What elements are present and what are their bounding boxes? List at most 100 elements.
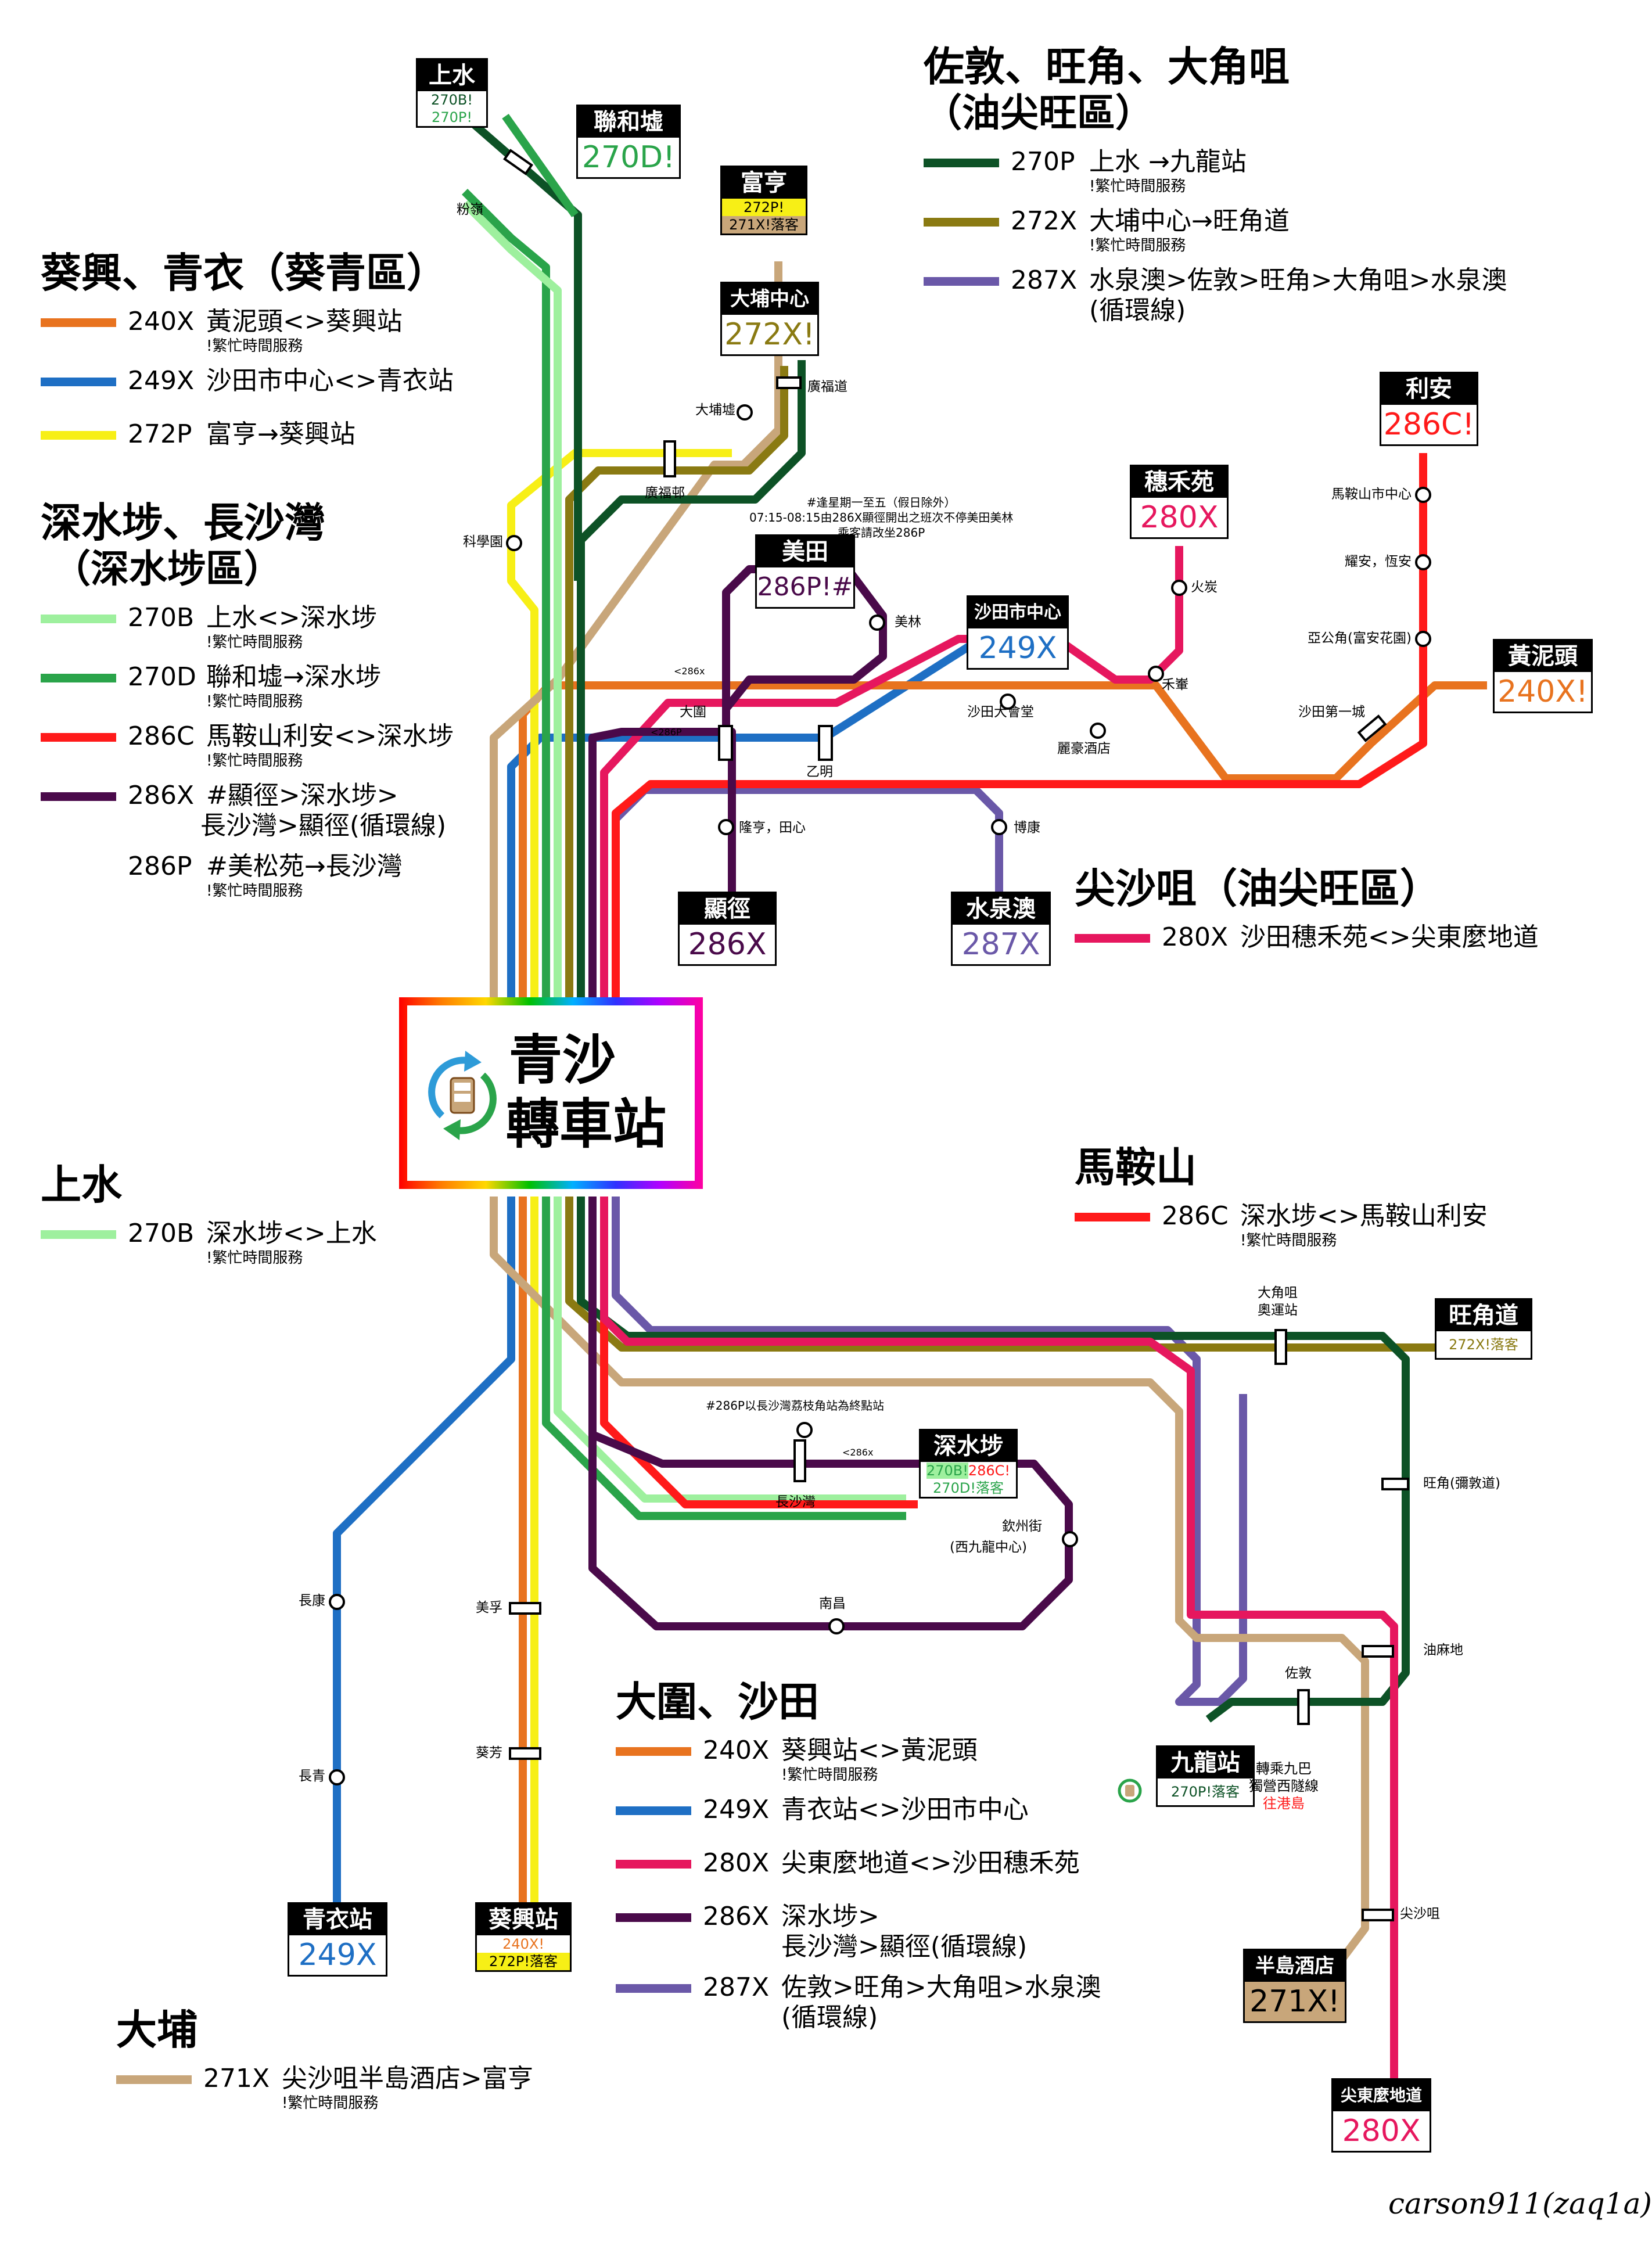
- terminal-mongkokrd: 旺角道 272X!落客: [1435, 1298, 1532, 1360]
- legend-code: 280X: [1162, 922, 1229, 952]
- legend-note: !繁忙時間服務: [1089, 178, 1186, 195]
- track-marker-286p: <286P: [651, 727, 682, 738]
- terminal-name: 旺角道: [1436, 1300, 1531, 1331]
- stop-label-taikoktsui: 大角咀: [1258, 1285, 1298, 1300]
- terminal-route: 286X: [688, 927, 767, 962]
- route-map: [329, 113, 1487, 2085]
- legend-desc: 黃泥頭<>葵興站: [206, 307, 403, 336]
- legend-desc: 青衣站<>沙田市中心: [781, 1795, 1029, 1824]
- terminal-hinkeng: 顯徑 286X: [678, 892, 777, 966]
- legend-subtitle: （油尖旺區）: [924, 91, 1154, 135]
- terminal-route: 270P!: [432, 109, 472, 125]
- legend-title: 上水: [41, 1161, 122, 1209]
- terminal-name: 美田: [757, 536, 853, 567]
- stop-label-regalhotel: 麗豪酒店: [1057, 741, 1111, 756]
- stop-label-shatin1st: 沙田第一城: [1298, 705, 1365, 720]
- terminal-route: 286C!: [1383, 407, 1475, 442]
- terminal-peninsula: 半島酒店 271X!: [1243, 1949, 1346, 2023]
- terminal-name: 上水: [418, 60, 486, 91]
- legend-desc: 葵興站<>黃泥頭: [781, 1736, 978, 1765]
- bus-interchange-icon: [428, 1051, 497, 1140]
- legend-title: 大圍、沙田: [616, 1678, 819, 1726]
- stop-label-wokui: 禾輋: [1162, 677, 1188, 692]
- stop-label-kwongfuk: 廣福道: [807, 379, 847, 394]
- terminal-sheungshui: 上水 270B! 270P!: [416, 58, 488, 128]
- stop-bar-kwaifong: [509, 1747, 541, 1760]
- stop-dot-wokui: [1148, 666, 1164, 682]
- legend-swatch: [41, 431, 116, 440]
- legend-note: !繁忙時間服務: [282, 2094, 379, 2112]
- terminal-route: 270B!: [418, 91, 486, 109]
- terminal-route: 286P!#: [757, 572, 853, 602]
- legend-desc: 佐敦>旺角>大角咀>水泉澳: [781, 1972, 1101, 2002]
- legend-swatch: [616, 1984, 691, 1993]
- legend-tst: 尖沙咀（油尖旺區） 280X 沙田穗禾苑<>尖東麼地道: [1075, 865, 1539, 953]
- stop-bar-kwongfuk: [776, 376, 802, 389]
- legend-desc: 大埔中心→旺角道: [1089, 206, 1290, 236]
- legend-row: 286P#美松苑→長沙灣!繁忙時間服務: [41, 851, 454, 900]
- legend-note: !繁忙時間服務: [206, 1249, 303, 1267]
- legend-swatch: [924, 218, 999, 227]
- stop-label-yiuon: 耀安，恆安: [1345, 554, 1412, 569]
- stop-bar-cheungshawan: [793, 1439, 806, 1482]
- stop-bar-jordan: [1297, 1689, 1310, 1725]
- stop-label-olympic: 奧運站: [1258, 1303, 1298, 1318]
- legend-note: !繁忙時間服務: [206, 882, 303, 900]
- stop-label-pokhong: 博康: [1014, 820, 1040, 835]
- stop-label-mongkok: 旺角(彌敦道): [1423, 1476, 1500, 1491]
- hub-title: 青沙 轉車站: [506, 1029, 667, 1155]
- legend-code: 270P: [1011, 147, 1075, 177]
- stop-label-mosharcentre: 馬鞍山市中心: [1331, 487, 1412, 502]
- legend-title: 佐敦、旺角、大角咀: [924, 43, 1290, 91]
- legend-desc: 水泉澳>佐敦>旺角>大角咀>水泉澳: [1089, 265, 1507, 295]
- terminal-fuhang: 富亨 272P! 271X!落客: [720, 166, 807, 235]
- stop-bar-taiwai: [718, 725, 733, 761]
- stop-dot-lunghang: [718, 819, 734, 835]
- legend-desc: 深水埗<>馬鞍山利安: [1240, 1201, 1488, 1231]
- legend-code: 271X: [203, 2064, 270, 2093]
- stop-dot-yakung: [1415, 631, 1431, 647]
- legend-code: 272X: [1011, 206, 1078, 236]
- terminal-route: 249X: [298, 1938, 377, 1972]
- stop-label-fotan: 火炭: [1191, 580, 1218, 595]
- track-marker-286x: <286x: [674, 666, 705, 677]
- terminal-route: 271X!: [1245, 1982, 1345, 2021]
- terminal-route: 240X!: [1497, 674, 1588, 709]
- legend-title: 尖沙咀（油尖旺區）: [1075, 865, 1441, 912]
- stop-dot-fotan: [1171, 580, 1187, 596]
- terminal-route: 270P!落客: [1171, 1784, 1240, 1800]
- stop-label-lunghang: 隆亨，田心: [739, 820, 806, 835]
- terminal-route: 270D!落客: [933, 1480, 1004, 1496]
- legend-desc: 尖沙咀半島酒店>富亨: [282, 2064, 533, 2093]
- legend-swatch: [41, 792, 116, 801]
- legend-code: 286X: [128, 781, 195, 810]
- terminal-mody: 尖東麼地道 280X: [1331, 2078, 1431, 2153]
- terminal-name: 青衣站: [289, 1904, 386, 1935]
- terminal-route: 272X!: [724, 317, 815, 352]
- terminal-name: 深水埗: [921, 1431, 1016, 1462]
- legend-code: 286X: [703, 1902, 770, 1931]
- stop-label-fanling: 粉嶺: [457, 202, 483, 217]
- note-286x-exception: #逢星期一至五（假日除外） 07:15-08:15由286X顯徑開出之班次不停美…: [749, 495, 1014, 540]
- terminal-tsingyi: 青衣站 249X: [288, 1902, 387, 1977]
- legend-code: 249X: [703, 1795, 770, 1824]
- legend-code: 270B: [128, 603, 195, 633]
- terminal-leeon: 利安 286C!: [1380, 372, 1478, 446]
- legend-desc: 沙田穗禾苑<>尖東麼地道: [1240, 922, 1539, 952]
- legend-desc-2: (循環線): [781, 2003, 878, 2032]
- stop-dot-taipohui: [737, 404, 753, 421]
- legend-swatch: [1075, 1213, 1150, 1221]
- legend-desc: 聯和墟→深水埗: [206, 662, 381, 692]
- terminal-route: 249X: [978, 631, 1057, 666]
- legend-swatch: [41, 378, 116, 386]
